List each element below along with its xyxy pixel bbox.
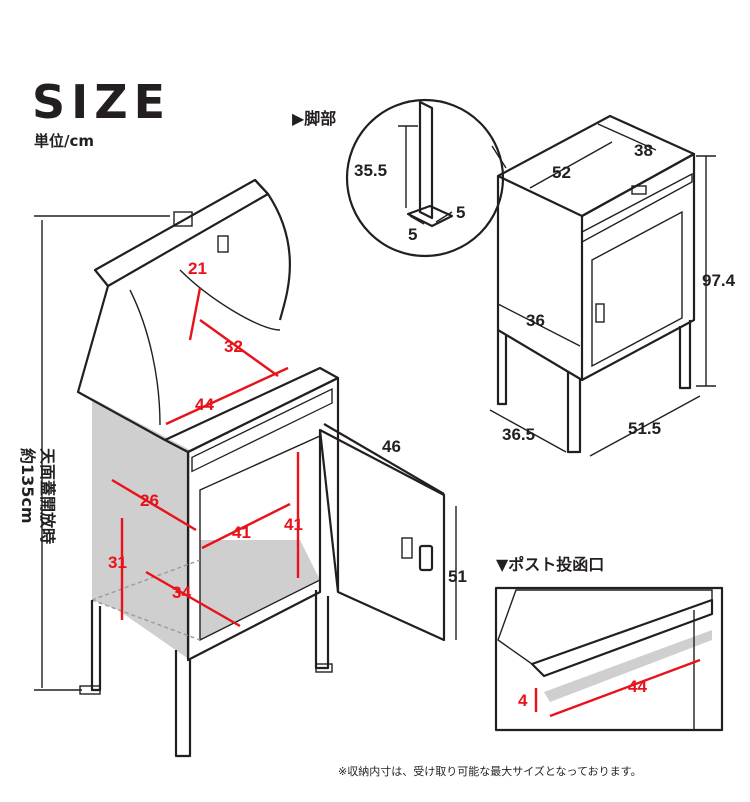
opening-inner-width-line bbox=[199, 319, 279, 377]
lid-handle bbox=[173, 211, 193, 227]
small-mail-slot bbox=[581, 172, 693, 244]
door-width-value: 46 bbox=[382, 437, 401, 456]
top-width-line bbox=[529, 141, 613, 189]
leg-back-left bbox=[90, 600, 102, 692]
small-leg-front-right bbox=[678, 320, 692, 390]
open-height-value: 約135cm bbox=[18, 448, 37, 524]
base-width-line bbox=[589, 395, 701, 457]
small-cabinet-illustration bbox=[496, 114, 696, 454]
small-door bbox=[591, 210, 683, 368]
leg-width-a-value: 5 bbox=[408, 225, 417, 244]
leg-width-b-value: 5 bbox=[456, 203, 465, 222]
body-opening bbox=[199, 434, 321, 642]
opening-width-line bbox=[165, 366, 289, 426]
door-height-value: 51 bbox=[448, 567, 467, 586]
side-depth-line bbox=[497, 303, 581, 347]
open-height-label: 天面蓋開放時 bbox=[38, 448, 57, 544]
door-width-line bbox=[323, 423, 445, 495]
leg-width-a-line bbox=[409, 215, 425, 225]
small-handle bbox=[631, 185, 647, 195]
lid-left-edge bbox=[76, 285, 166, 441]
inner-side-panel bbox=[92, 398, 190, 660]
opening-width-value: 44 bbox=[195, 395, 214, 414]
leg-detail-label: ▶脚部 bbox=[292, 109, 336, 128]
inner-height-value: 31 bbox=[108, 553, 127, 572]
slot-width-line bbox=[549, 658, 701, 718]
leg-detail-foot bbox=[406, 204, 454, 228]
leg-height-value: 35.5 bbox=[354, 161, 387, 180]
base-width-value: 51.5 bbox=[628, 419, 661, 438]
slot-detail: ▼ポスト投函口 4 44 bbox=[494, 555, 724, 732]
leg-detail-leg bbox=[418, 100, 434, 220]
inner-depth-line bbox=[111, 478, 197, 532]
door-hinge-detail bbox=[401, 537, 413, 559]
inner-floor-panel bbox=[200, 540, 320, 640]
lid-inner-curve bbox=[129, 289, 161, 426]
slot-width-value: 44 bbox=[628, 677, 647, 696]
leg-front-right bbox=[314, 590, 330, 670]
door-inner-width-value: 41 bbox=[232, 523, 251, 542]
unit-label: 単位/cm bbox=[34, 132, 94, 150]
slot-detail-label: ▼ポスト投函口 bbox=[496, 555, 604, 574]
base-depth-line bbox=[489, 409, 567, 453]
door-inner-height-value: 41 bbox=[284, 515, 303, 534]
door-inner-width-line bbox=[201, 502, 291, 550]
base-depth-value: 36.5 bbox=[502, 425, 535, 444]
page-title: SIZE bbox=[32, 75, 171, 129]
top-width-value: 52 bbox=[552, 163, 571, 182]
small-top bbox=[496, 114, 696, 218]
small-leg-front-left bbox=[566, 372, 582, 454]
lid-right-edge bbox=[254, 179, 291, 321]
open-door bbox=[318, 428, 446, 642]
leg-width-b-line bbox=[435, 211, 453, 223]
side-depth-value: 36 bbox=[526, 311, 545, 330]
lid-frame bbox=[93, 178, 270, 288]
leg-foot-right bbox=[315, 663, 333, 673]
leg-front-left bbox=[174, 650, 192, 758]
footnote: ※収納内寸は、受け取り可能な最大サイズとなっております。 bbox=[338, 764, 642, 778]
door-lock bbox=[418, 544, 434, 572]
main-cabinet-illustration bbox=[76, 178, 446, 758]
main-dimensions: 天面蓋開放時 約135cm 46 51 21 32 44 26 31 34 41… bbox=[18, 215, 467, 691]
slot-detail-rim bbox=[530, 598, 714, 678]
small-side bbox=[496, 176, 584, 382]
leg-detail: ▶脚部 35.5 5 5 bbox=[292, 98, 507, 258]
lid-depth-line bbox=[188, 287, 202, 341]
slot-height-value: 4 bbox=[518, 691, 528, 710]
slot-detail-frame bbox=[494, 586, 724, 732]
mail-slot-front bbox=[191, 388, 333, 473]
floor-outline bbox=[91, 559, 201, 641]
height-value: 97.4 bbox=[702, 271, 736, 290]
lid-depth-value: 21 bbox=[188, 259, 207, 278]
small-leg-back bbox=[496, 330, 508, 406]
opening-inner-width-value: 32 bbox=[224, 337, 243, 356]
top-depth-value: 38 bbox=[634, 141, 653, 160]
body-top-edge bbox=[187, 376, 340, 592]
lid-latch bbox=[217, 235, 229, 253]
small-dimensions: 52 38 97.4 36 36.5 51.5 bbox=[489, 123, 736, 457]
top-depth-line bbox=[597, 123, 657, 151]
small-front bbox=[581, 152, 696, 381]
small-lock bbox=[595, 303, 605, 323]
inner-depth-value: 26 bbox=[140, 491, 159, 510]
inner-width-value: 34 bbox=[172, 583, 191, 602]
leg-detail-leader bbox=[491, 145, 507, 169]
lid-inner-curve-2 bbox=[179, 269, 281, 331]
slot-opening bbox=[544, 630, 712, 702]
inner-width-line bbox=[145, 570, 241, 628]
